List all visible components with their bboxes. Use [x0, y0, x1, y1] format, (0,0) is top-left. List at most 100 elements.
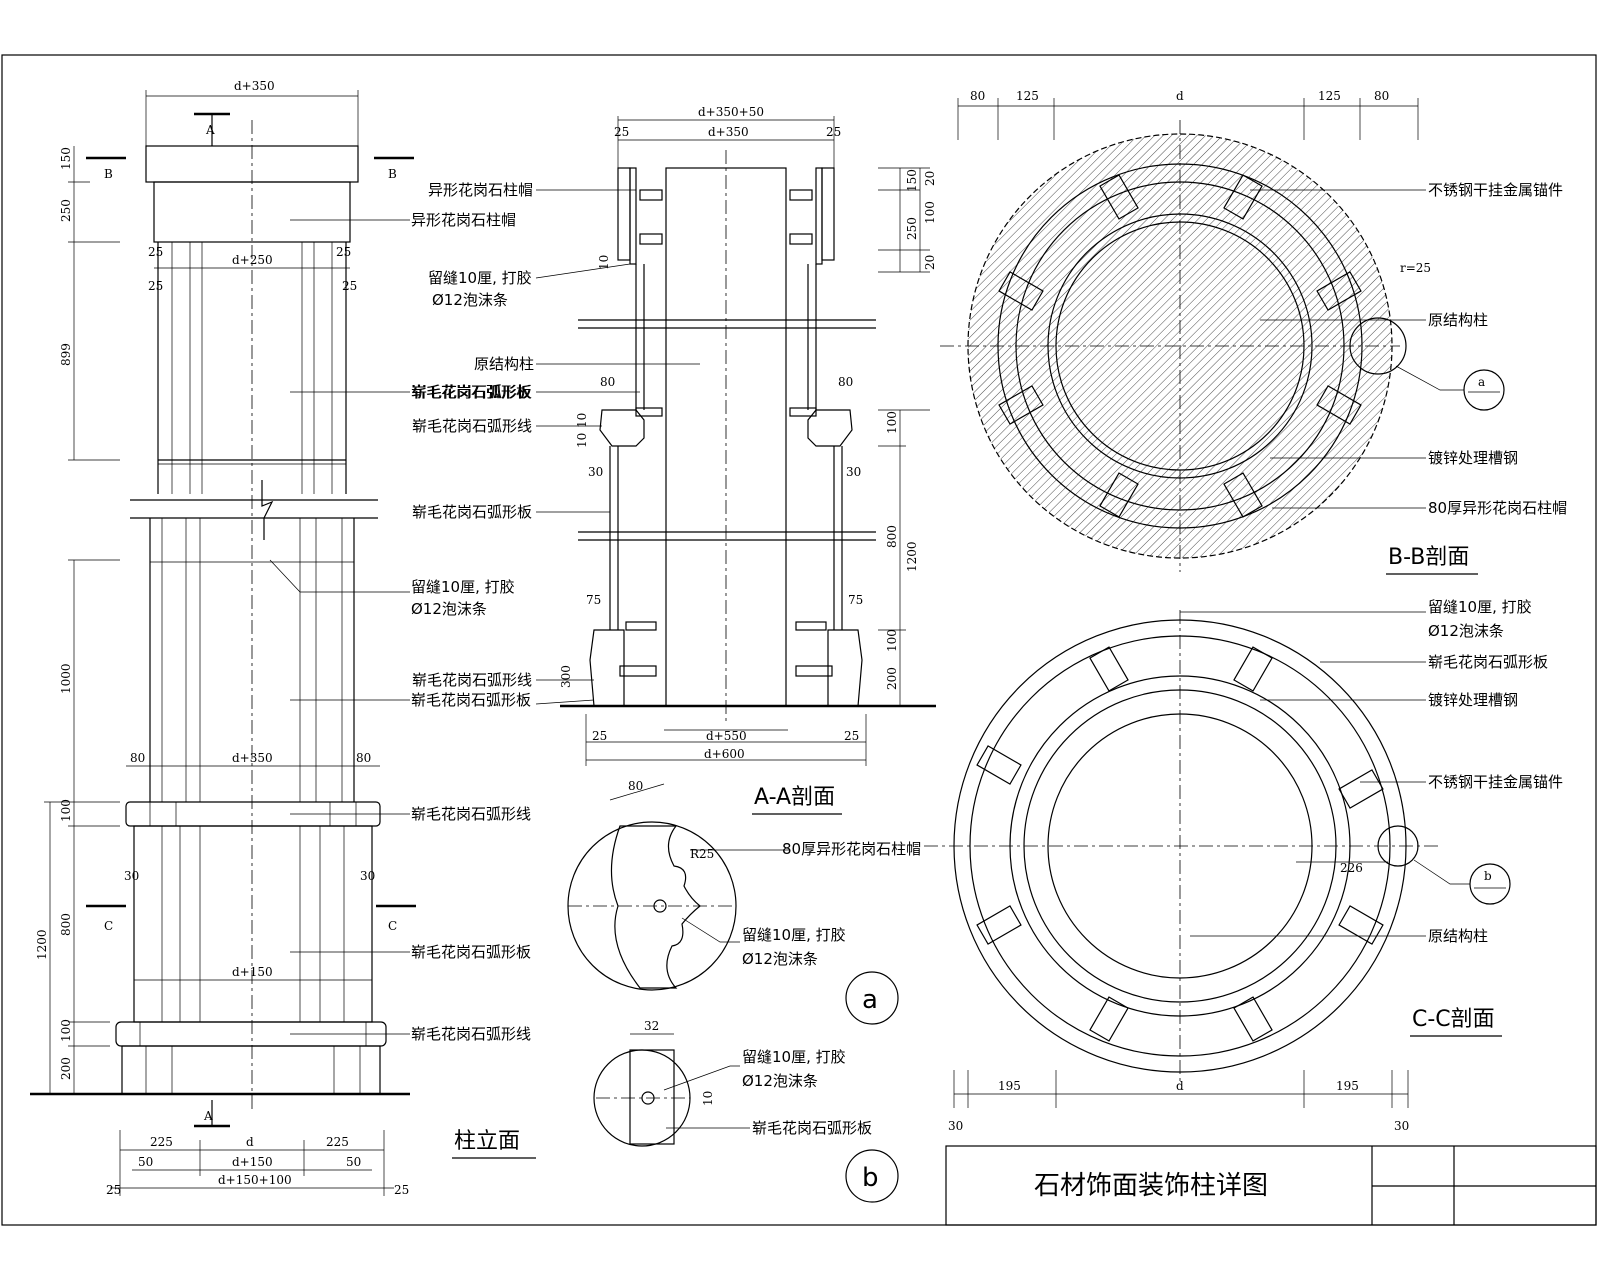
svg-text:1200: 1200 — [905, 541, 919, 572]
svg-text:75: 75 — [848, 593, 863, 607]
svg-text:B: B — [104, 167, 113, 181]
svg-text:80: 80 — [356, 751, 371, 765]
svg-text:800: 800 — [885, 525, 899, 548]
svg-text:30: 30 — [360, 869, 375, 883]
svg-text:150: 150 — [59, 147, 73, 170]
svg-text:250: 250 — [905, 217, 919, 240]
svg-text:225: 225 — [150, 1135, 173, 1149]
svg-text:100: 100 — [885, 411, 899, 434]
svg-text:10: 10 — [575, 413, 589, 428]
svg-text:25: 25 — [614, 125, 629, 139]
section-aa-view: d+350+50 d+350 25 25 150 250 20 100 20 1… — [412, 105, 937, 815]
svg-text:异形花岗石柱帽: 异形花岗石柱帽 — [411, 211, 516, 229]
svg-text:不锈钢干挂金属锚件: 不锈钢干挂金属锚件 — [1428, 773, 1563, 791]
svg-text:25: 25 — [826, 125, 841, 139]
svg-text:d+150+100: d+150+100 — [218, 1173, 292, 1187]
svg-text:d+350: d+350 — [708, 125, 749, 139]
svg-text:125: 125 — [1016, 89, 1039, 103]
svg-text:100: 100 — [59, 799, 73, 822]
svg-text:留缝10厘, 打胶: 留缝10厘, 打胶 — [1428, 598, 1532, 616]
svg-text:50: 50 — [346, 1155, 361, 1169]
svg-text:100: 100 — [885, 629, 899, 652]
svg-text:25: 25 — [336, 245, 351, 259]
svg-text:1200: 1200 — [35, 929, 49, 960]
svg-text:d+550: d+550 — [706, 729, 747, 743]
svg-text:80: 80 — [130, 751, 145, 765]
svg-text:d+600: d+600 — [704, 747, 745, 761]
svg-text:b: b — [862, 1163, 879, 1193]
svg-text:100: 100 — [923, 201, 937, 224]
svg-text:原结构柱: 原结构柱 — [1428, 311, 1488, 329]
svg-text:d: d — [246, 1135, 254, 1149]
svg-text:d+150: d+150 — [232, 1155, 273, 1169]
svg-text:留缝10厘, 打胶: 留缝10厘, 打胶 — [742, 926, 846, 944]
svg-text:Ø12泡沫条: Ø12泡沫条 — [742, 1072, 818, 1090]
elevation-title: 柱立面 — [454, 1129, 520, 1154]
svg-text:195: 195 — [1336, 1079, 1359, 1093]
svg-text:崭毛花岗石弧形线: 崭毛花岗石弧形线 — [411, 1025, 531, 1043]
sheet-border — [1, 54, 1597, 1226]
svg-text:25: 25 — [148, 245, 163, 259]
svg-text:d+350: d+350 — [232, 751, 273, 765]
svg-text:30: 30 — [948, 1119, 963, 1133]
svg-text:异形花岗石柱帽: 异形花岗石柱帽 — [428, 181, 533, 199]
svg-text:30: 30 — [846, 465, 861, 479]
svg-text:a: a — [1478, 375, 1485, 389]
svg-text:崭毛花岗石弧形板: 崭毛花岗石弧形板 — [411, 691, 531, 709]
svg-text:b: b — [1484, 869, 1492, 883]
svg-text:d+350+50: d+350+50 — [698, 105, 764, 119]
svg-text:10: 10 — [701, 1091, 715, 1106]
svg-text:30: 30 — [1394, 1119, 1409, 1133]
svg-text:原结构柱: 原结构柱 — [1428, 927, 1488, 945]
svg-text:崭毛花岗石弧形线: 崭毛花岗石弧形线 — [412, 671, 532, 689]
svg-text:20: 20 — [923, 171, 937, 186]
section-bb-view: 80 125 d 125 80 r=25 a 不锈钢干挂金属锚件 原结构柱 镀锌… — [940, 89, 1567, 575]
svg-text:32: 32 — [644, 1019, 659, 1033]
svg-text:80厚异形花岗石柱帽: 80厚异形花岗石柱帽 — [1428, 499, 1567, 517]
svg-text:75: 75 — [586, 593, 601, 607]
svg-text:Ø12泡沫条: Ø12泡沫条 — [1428, 622, 1504, 640]
svg-text:200: 200 — [885, 667, 899, 690]
svg-text:崭毛花岗石弧形线: 崭毛花岗石弧形线 — [411, 805, 531, 823]
svg-text:25: 25 — [592, 729, 607, 743]
svg-text:80: 80 — [628, 779, 643, 793]
section-cc-view: 留缝10厘, 打胶 Ø12泡沫条 崭毛花岗石弧形板 镀锌处理槽钢 不锈钢干挂金属… — [924, 598, 1563, 1133]
section-aa-title: A-A剖面 — [754, 785, 835, 810]
svg-text:C: C — [104, 919, 113, 933]
svg-text:d: d — [1176, 1079, 1184, 1093]
svg-text:d+150: d+150 — [232, 965, 273, 979]
detail-b-bubble — [845, 1149, 899, 1203]
svg-text:原结构柱: 原结构柱 — [474, 355, 534, 373]
svg-text:崭毛花岗石弧形板: 崭毛花岗石弧形板 — [411, 383, 531, 401]
svg-text:Ø12泡沫条: Ø12泡沫条 — [742, 950, 818, 968]
svg-text:崭毛花岗石弧形板: 崭毛花岗石弧形板 — [752, 1119, 872, 1137]
svg-text:Ø12泡沫条: Ø12泡沫条 — [432, 291, 508, 309]
svg-text:留缝10厘, 打胶: 留缝10厘, 打胶 — [742, 1048, 846, 1066]
svg-text:25: 25 — [342, 279, 357, 293]
svg-text:80: 80 — [600, 375, 615, 389]
svg-text:250: 250 — [59, 199, 73, 222]
elevation-view: A B B C C A d+350 d+250 25 25 25 25 150 … — [30, 79, 536, 1197]
svg-text:崭毛花岗石弧形板: 崭毛花岗石弧形板 — [1428, 653, 1548, 671]
section-mark-a-top: A — [205, 123, 215, 137]
svg-text:25: 25 — [394, 1183, 409, 1197]
svg-text:10: 10 — [597, 255, 611, 270]
detail-b-view: 32 留缝10厘, 打胶 Ø12泡沫条 崭毛花岗石弧形板 10 b — [593, 1019, 899, 1203]
svg-text:1000: 1000 — [59, 663, 73, 694]
svg-text:30: 30 — [588, 465, 603, 479]
section-bb-title: B-B剖面 — [1388, 545, 1469, 570]
svg-text:125: 125 — [1318, 89, 1341, 103]
svg-text:150: 150 — [905, 169, 919, 192]
section-cc-title: C-C剖面 — [1412, 1007, 1495, 1032]
svg-text:镀锌处理槽钢: 镀锌处理槽钢 — [1428, 449, 1518, 467]
svg-text:崭毛花岗石弧形板: 崭毛花岗石弧形板 — [412, 503, 532, 521]
svg-text:899: 899 — [59, 343, 73, 366]
svg-text:25: 25 — [106, 1183, 121, 1197]
svg-text:镀锌处理槽钢: 镀锌处理槽钢 — [1428, 691, 1518, 709]
svg-text:20: 20 — [923, 255, 937, 270]
svg-text:226: 226 — [1340, 861, 1363, 875]
svg-text:Ø12泡沫条: Ø12泡沫条 — [411, 600, 487, 618]
svg-text:100: 100 — [59, 1019, 73, 1042]
svg-text:80: 80 — [970, 89, 985, 103]
